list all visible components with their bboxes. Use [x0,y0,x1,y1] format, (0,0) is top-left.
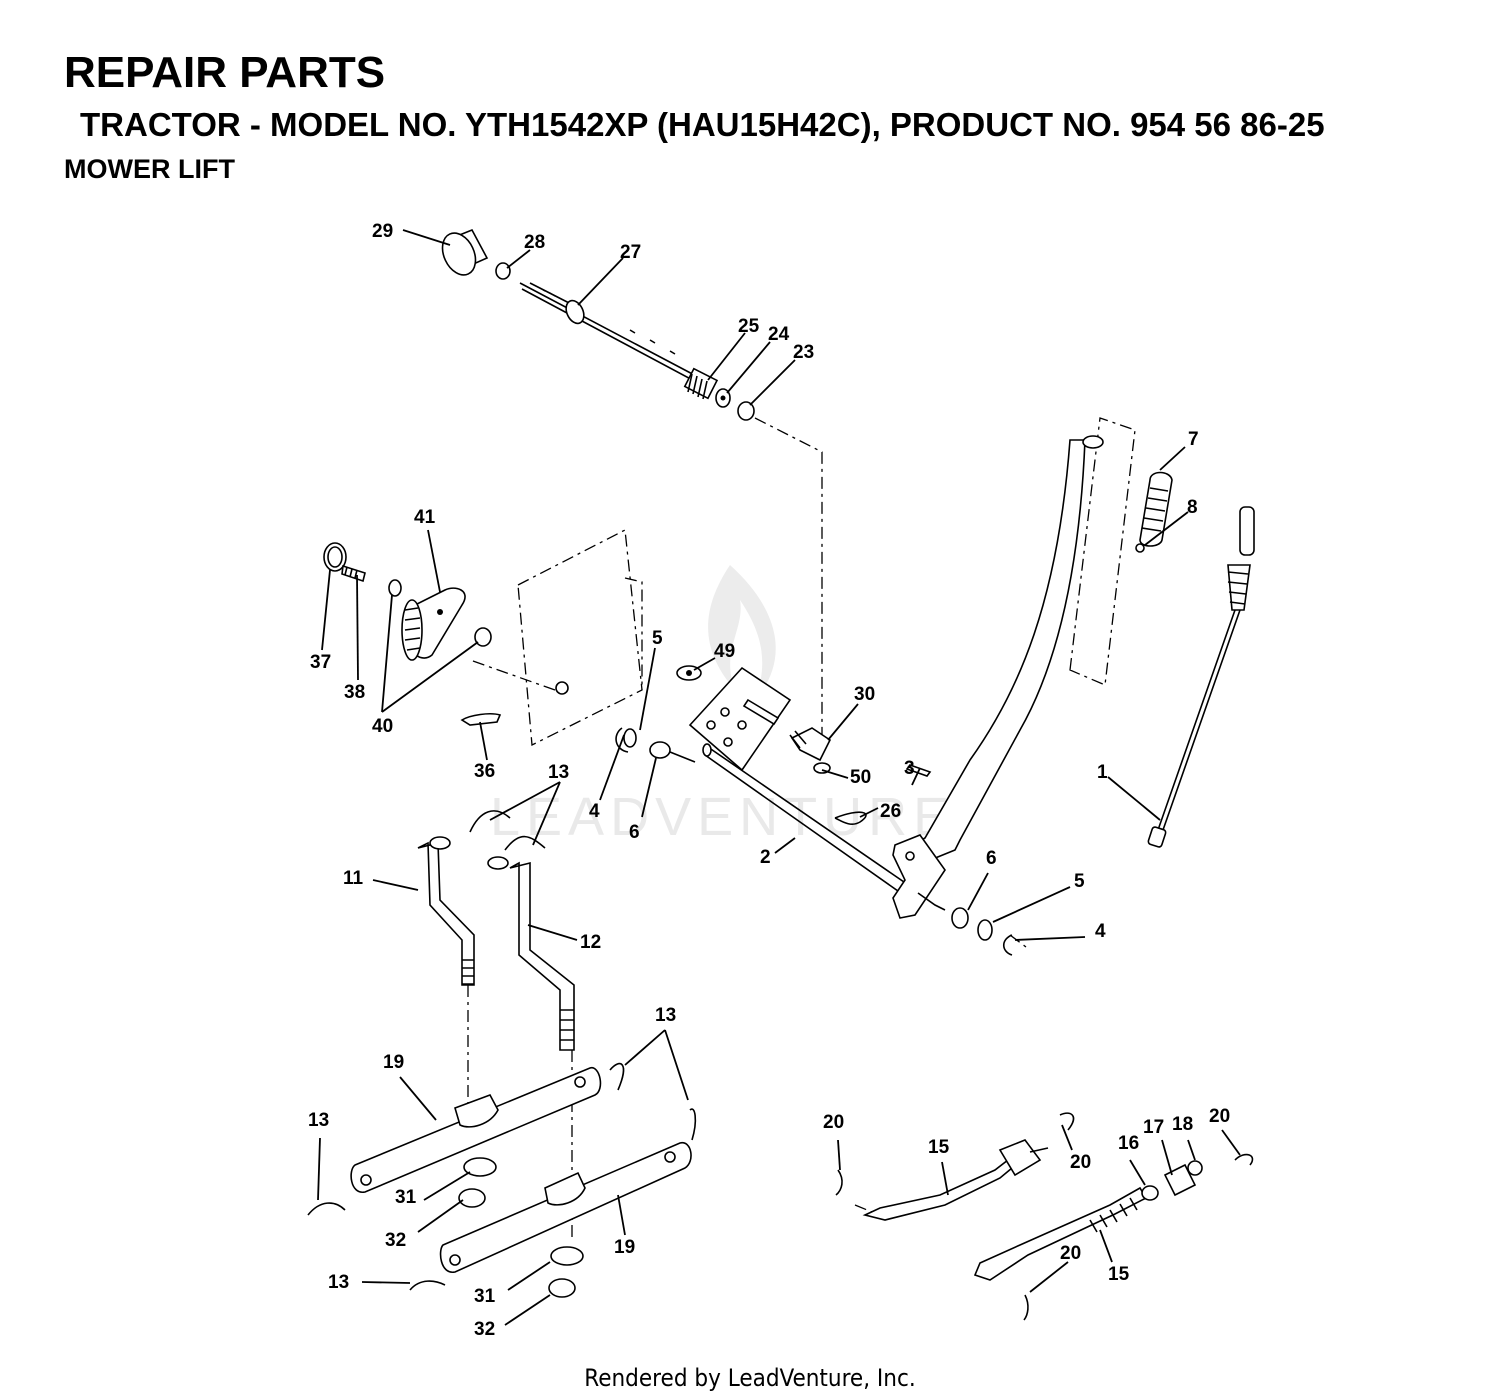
callout-13-lower: 13 [328,1272,349,1293]
callout-23: 23 [793,342,814,363]
callout-36: 36 [474,761,495,782]
callout-15-lower: 15 [1108,1264,1130,1285]
callout-20-left: 20 [823,1112,844,1133]
lift-lever [834,435,1104,956]
footer-credit: Rendered by LeadVenture, Inc. [584,1364,916,1392]
callout-13-left: 13 [308,1110,329,1131]
callout-32-lower: 32 [474,1319,495,1340]
callout-32-upper: 32 [385,1230,406,1251]
callout-11: 11 [343,868,364,889]
callout-5: 5 [652,628,663,649]
page-title: REPAIR PARTS [64,48,386,97]
hairpin-clips [307,810,697,1291]
callout-12: 12 [580,932,601,953]
callout-27: 27 [620,242,641,263]
callout-4-left: 4 [589,801,600,822]
callout-17: 17 [1143,1117,1164,1138]
deck-lift-rods [835,1112,1254,1321]
callout-16: 16 [1118,1133,1139,1154]
callout-5-right: 5 [1074,871,1085,892]
callout-25: 25 [738,316,760,337]
callout-37: 37 [310,652,331,673]
callout-30: 30 [854,684,875,705]
callout-numbers: 29 28 27 25 24 23 7 8 41 5 49 30 37 38 4… [308,221,1230,1340]
callout-20-lower: 20 [1060,1243,1081,1264]
callout-6-right: 6 [986,848,997,869]
handle-grip [1135,471,1173,553]
callout-6-left: 6 [629,822,640,843]
callout-18: 18 [1172,1114,1193,1135]
mounting-plate [517,417,1136,747]
callout-29: 29 [372,221,393,242]
callout-15-upper: 15 [928,1137,950,1158]
leader-lines [317,229,1241,1326]
callout-7: 7 [1188,429,1199,450]
callout-1: 1 [1097,762,1108,783]
model-heading: TRACTOR - MODEL NO. YTH1542XP (HAU15H42C… [80,106,1325,143]
callout-49: 49 [714,641,735,662]
callout-4-right: 4 [1095,921,1106,942]
callout-28: 28 [524,232,545,253]
pivot-plate-assembly [615,665,921,904]
callout-2: 2 [760,847,771,868]
callout-50: 50 [850,767,871,788]
callout-19-upper: 19 [383,1052,404,1073]
callout-20-middle: 20 [1070,1152,1091,1173]
lift-links [417,836,575,1051]
callout-20-right: 20 [1209,1106,1230,1127]
callout-26: 26 [880,801,901,822]
callout-31-lower: 31 [474,1286,496,1307]
lift-cable [1147,506,1255,848]
callout-13-middle: 13 [655,1005,676,1026]
callout-24: 24 [768,324,790,345]
watermark-text: LEADVENTURE [490,787,955,847]
callout-41: 41 [414,507,436,528]
callout-8: 8 [1187,497,1198,518]
callout-40: 40 [372,716,393,737]
callout-13-upper: 13 [548,762,569,783]
section-heading: MOWER LIFT [64,154,235,184]
adjustment-rod-assembly [441,228,755,421]
lift-arms [350,1067,692,1298]
height-knob-assembly [323,542,569,726]
callout-31-upper: 31 [395,1187,417,1208]
callout-3: 3 [904,758,915,779]
watermark: LEADVENTURE [490,565,955,847]
callout-38: 38 [344,682,365,703]
callout-19-lower: 19 [614,1237,635,1258]
